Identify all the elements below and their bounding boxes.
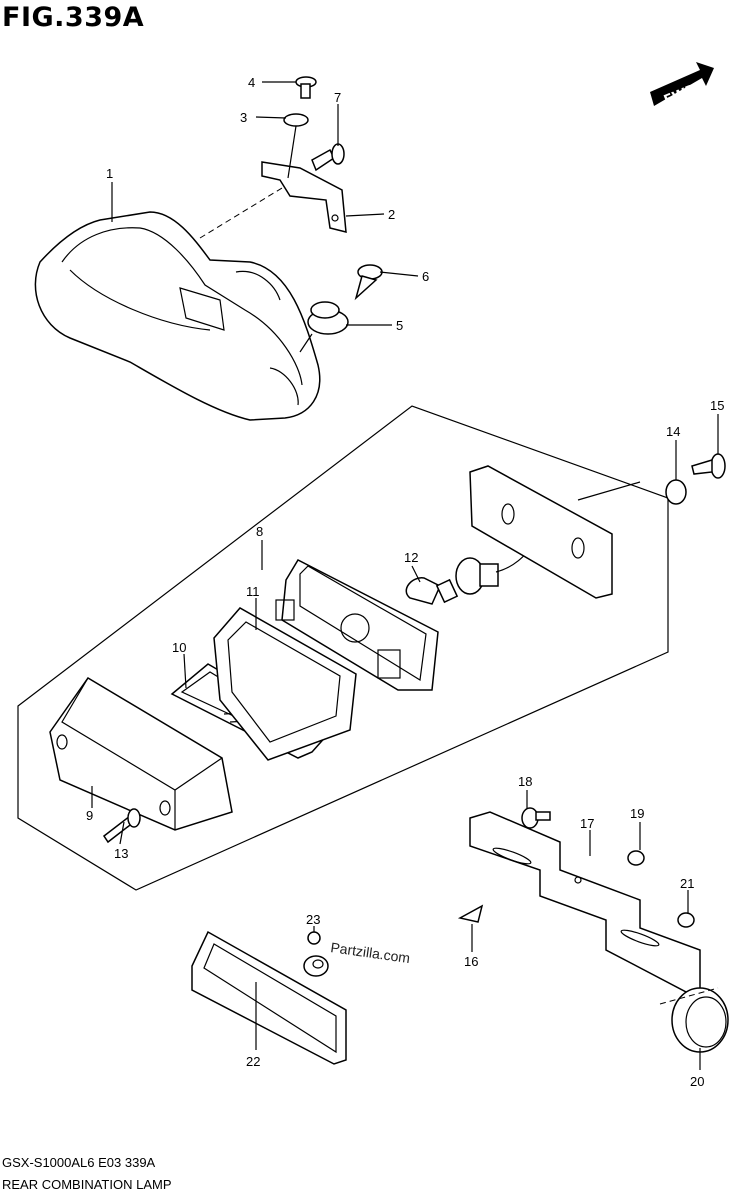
figure-caption: REAR COMBINATION LAMP — [2, 1177, 172, 1192]
callout-14: 14 — [666, 424, 680, 439]
callout-17: 17 — [580, 816, 594, 831]
callout-2: 2 — [388, 207, 395, 222]
bracket — [261, 161, 347, 233]
round-reflector — [671, 987, 729, 1053]
callout-9: 9 — [86, 808, 93, 823]
callout-11: 11 — [246, 584, 260, 599]
nut — [677, 912, 695, 928]
rectangular-reflector — [191, 930, 347, 1065]
callout-15: 15 — [710, 398, 724, 413]
screw — [691, 453, 726, 479]
callout-labels: 1 2 3 4 5 6 7 8 9 10 11 12 13 14 15 16 1… — [86, 75, 724, 1089]
screw — [521, 807, 551, 829]
callout-19: 19 — [630, 806, 644, 821]
tail-lamp-housing — [34, 211, 321, 421]
callout-7: 7 — [334, 90, 341, 105]
callout-18: 18 — [518, 774, 532, 789]
callout-1: 1 — [106, 166, 113, 181]
reflector-bracket — [469, 811, 701, 995]
clip — [457, 904, 484, 923]
screw — [102, 808, 141, 844]
tapping-screw — [311, 143, 345, 172]
leader-lines — [91, 81, 719, 1070]
screw — [295, 76, 317, 99]
washer — [283, 113, 309, 127]
base-gasket — [213, 607, 357, 761]
callout-10: 10 — [172, 640, 186, 655]
callout-4: 4 — [248, 75, 255, 90]
lamp-lens — [49, 676, 233, 831]
screw — [354, 264, 383, 301]
callout-21: 21 — [680, 876, 694, 891]
washer — [307, 931, 321, 945]
model-code: GSX-S1000AL6 E03 339A — [2, 1155, 156, 1170]
lamp-bracket — [469, 465, 641, 599]
nut — [303, 955, 329, 977]
assembly-box — [17, 405, 669, 891]
callout-5: 5 — [396, 318, 403, 333]
callout-3: 3 — [240, 110, 247, 125]
callout-6: 6 — [422, 269, 429, 284]
callout-22: 22 — [246, 1054, 260, 1069]
callout-12: 12 — [404, 550, 418, 565]
watermark: Partzilla.com — [330, 939, 412, 966]
callout-23: 23 — [306, 912, 320, 927]
nut — [627, 850, 645, 866]
callout-13: 13 — [114, 846, 128, 861]
figure-title: FIG.339A — [2, 2, 145, 33]
lamp-base — [275, 559, 439, 691]
bulb — [405, 577, 459, 605]
grommet — [307, 301, 349, 335]
fwd-arrow-icon: FWD — [650, 62, 714, 108]
callout-16: 16 — [464, 954, 478, 969]
callout-8: 8 — [256, 524, 263, 539]
washer — [665, 479, 687, 505]
callout-20: 20 — [690, 1074, 704, 1089]
